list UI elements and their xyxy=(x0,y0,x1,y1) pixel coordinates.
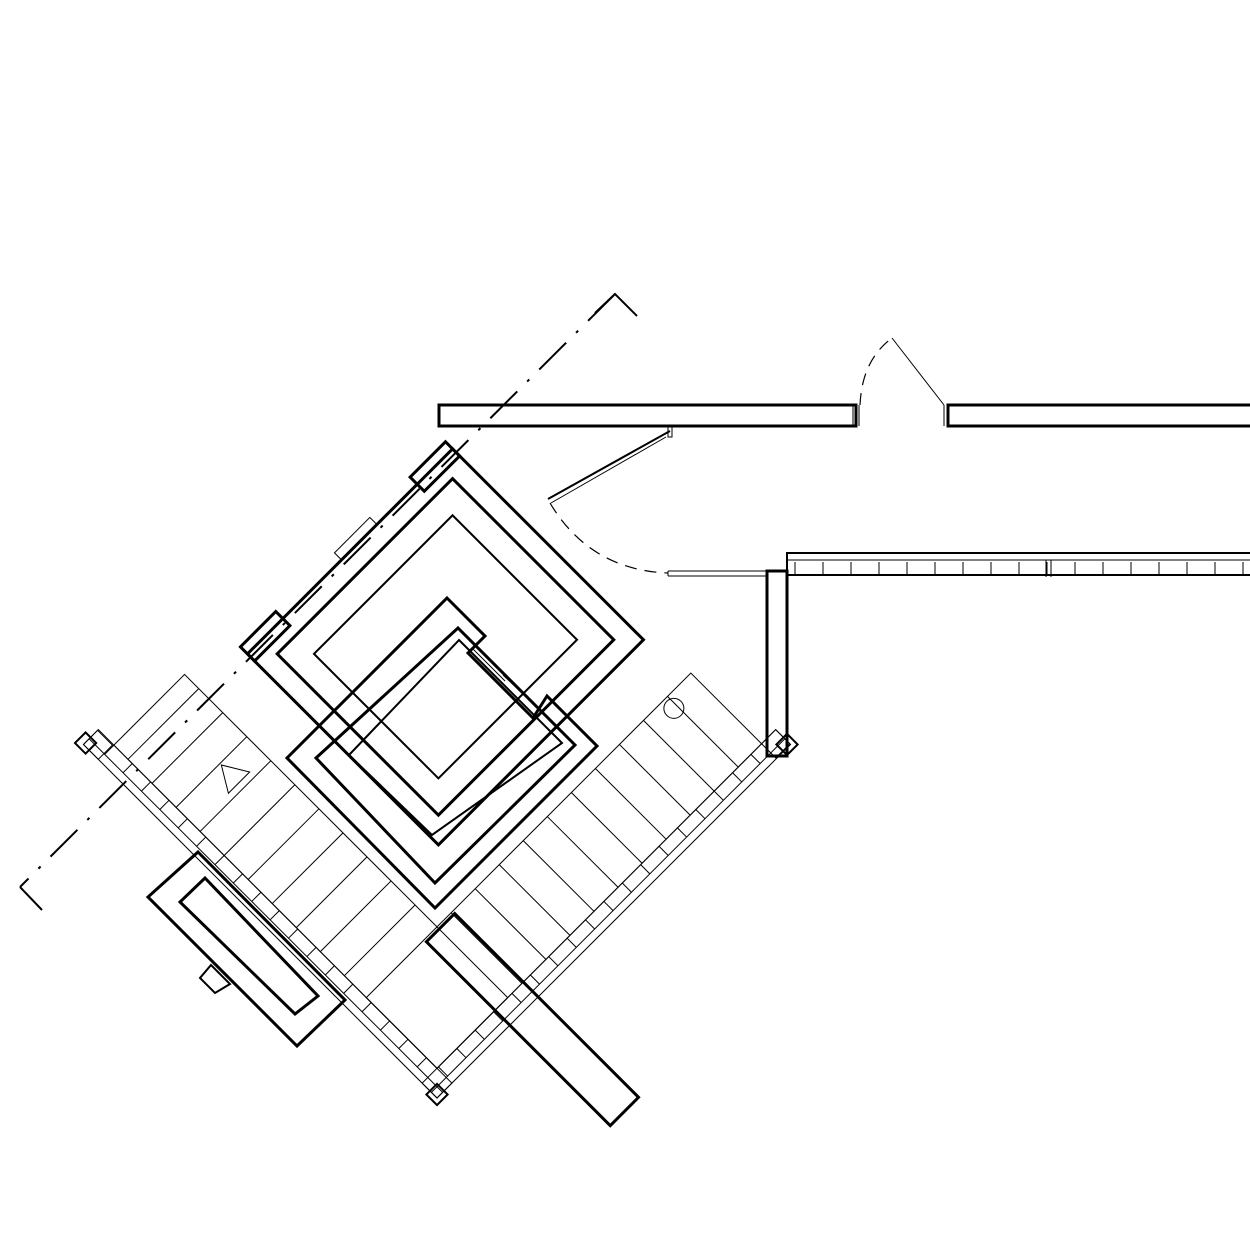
stair-flights xyxy=(113,672,763,1070)
stair-entry-door xyxy=(547,425,768,577)
corridor-top-wall-left xyxy=(437,403,860,428)
corridor-end-wall xyxy=(765,569,789,758)
stairwell-wall-bottom xyxy=(421,728,792,1099)
stair-landing-core xyxy=(284,595,600,911)
stair-arrow-icon xyxy=(220,764,251,795)
stair-core xyxy=(238,439,646,847)
corner-post xyxy=(774,732,800,757)
corner-post xyxy=(424,1082,450,1107)
stairwell xyxy=(73,439,800,1128)
section-cut-line xyxy=(19,292,638,911)
lower-block xyxy=(424,911,641,1128)
stairwell-wall-left xyxy=(82,728,453,1099)
corridor-top-wall-right xyxy=(943,403,1250,428)
corner-post xyxy=(73,731,98,756)
corridor xyxy=(437,337,1250,758)
lower-storage-block xyxy=(145,849,348,1049)
corridor-entry-door xyxy=(859,337,945,406)
fire-post-icon xyxy=(663,697,685,719)
corridor-bottom-wall xyxy=(786,552,1250,577)
